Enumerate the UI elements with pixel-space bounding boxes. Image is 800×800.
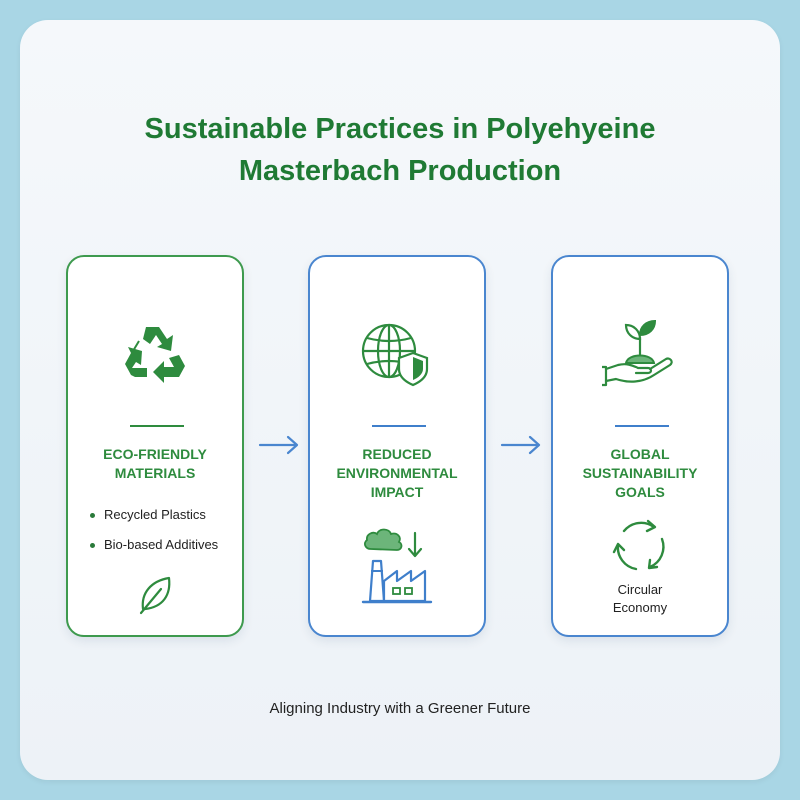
factory-emission-icon [310,525,484,609]
recycle-icon [68,317,242,389]
heading-line: GLOBAL [610,446,670,462]
card-heading: REDUCED ENVIRONMENTAL IMPACT [316,445,478,502]
card-eco-friendly-materials: ECO-FRIENDLY MATERIALS Recycled Plastics… [66,255,244,637]
bullet-dot [90,513,95,518]
footer-tagline: Aligning Industry with a Greener Future [269,700,531,717]
circular-arrows-icon [553,515,727,579]
page-title: Sustainable Practices in Polyehyeine Mas… [0,108,800,192]
bullet-text: Bio-based Additives [104,537,219,552]
caption-line: Economy [612,600,668,615]
title-line-1: Sustainable Practices in Polyehyeine [144,113,656,145]
heading-line: MATERIALS [114,465,196,481]
bullet-list: Recycled Plastics Bio-based Additives [90,505,218,565]
arrow-right-icon [258,434,300,461]
leaf-icon [68,573,242,615]
list-item: Recycled Plastics [90,505,218,535]
card-divider [130,425,184,427]
card-heading: ECO-FRIENDLY MATERIALS [74,445,236,483]
hand-sprout-icon [553,313,727,389]
title-line-2: Masterbach Production [238,155,562,187]
globe-shield-icon [310,317,484,389]
card-global-sustainability-goals: GLOBAL SUSTAINABILITY GOALS Circular Eco… [551,255,729,637]
card-heading: GLOBAL SUSTAINABILITY GOALS [559,445,721,502]
caption-line: Circular [617,582,663,597]
heading-line: IMPACT [370,484,424,500]
heading-line: ECO-FRIENDLY [103,446,207,462]
bullet-text: Recycled Plastics [104,507,206,522]
card-divider [615,425,669,427]
heading-line: ENVIRONMENTAL [336,465,458,481]
bullet-dot [90,543,95,548]
list-item: Bio-based Additives [90,535,218,565]
heading-line: REDUCED [362,446,432,462]
arrow-right-icon [500,434,542,461]
card-divider [372,425,426,427]
heading-line: SUSTAINABILITY [582,465,698,481]
circular-economy-caption: Circular Economy [553,581,727,617]
card-reduced-environmental-impact: REDUCED ENVIRONMENTAL IMPACT [308,255,486,637]
heading-line: GOALS [615,484,665,500]
